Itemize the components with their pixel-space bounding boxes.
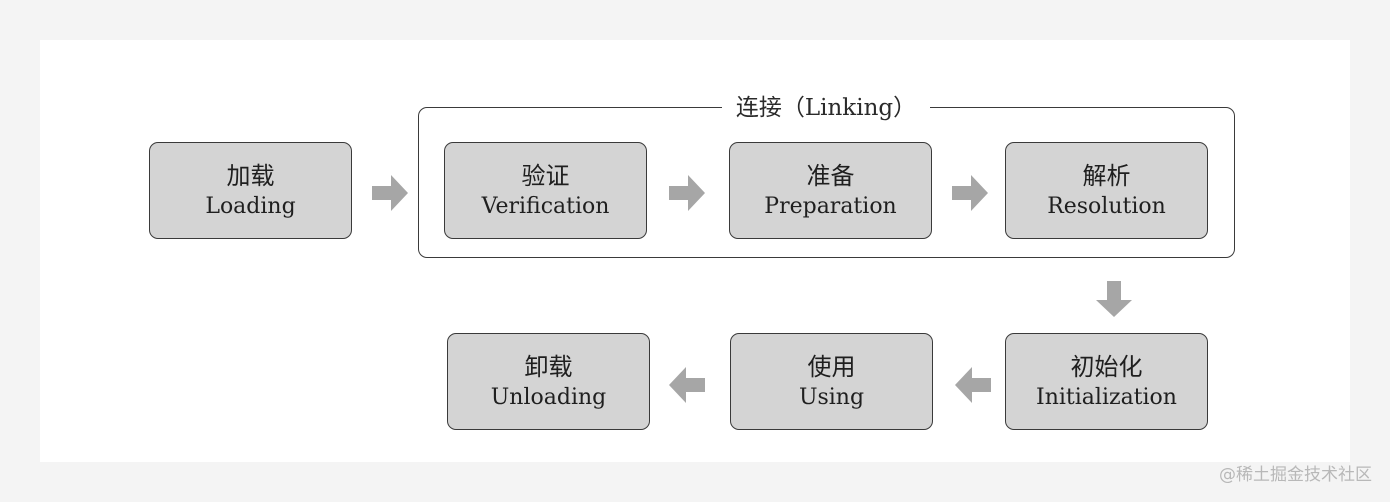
stage-using-en-label: Using (798, 384, 865, 410)
stage-using: 使用 Using (730, 333, 933, 430)
arrow-left-icon (669, 367, 705, 403)
stage-unloading: 卸载 Unloading (447, 333, 650, 430)
stage-verification: 验证 Verification (444, 142, 647, 239)
stage-preparation: 准备 Preparation (729, 142, 932, 239)
arrow-right-icon (669, 175, 705, 211)
stage-resolution: 解析 Resolution (1005, 142, 1208, 239)
stage-unloading-cn-label: 卸载 (524, 352, 573, 381)
stage-initialization-cn-label: 初始化 (1070, 352, 1143, 381)
stage-resolution-cn-label: 解析 (1082, 161, 1131, 190)
arrow-right-icon (372, 175, 408, 211)
stage-loading-cn-label: 加载 (226, 161, 275, 190)
arrow-right-icon (952, 175, 988, 211)
watermark-text: @稀土掘金技术社区 (1219, 465, 1372, 485)
stage-verification-cn-label: 验证 (521, 161, 570, 190)
arrow-left-icon (955, 367, 991, 403)
stage-loading-en-label: Loading (205, 193, 296, 219)
stage-verification-en-label: Verification (481, 193, 610, 219)
stage-resolution-en-label: Resolution (1047, 193, 1166, 219)
stage-initialization: 初始化 Initialization (1005, 333, 1208, 430)
stage-loading: 加载 Loading (149, 142, 352, 239)
arrow-down-icon (1096, 281, 1132, 317)
stage-preparation-cn-label: 准备 (806, 161, 855, 190)
stage-using-cn-label: 使用 (807, 352, 856, 381)
stage-preparation-en-label: Preparation (764, 193, 897, 219)
stage-initialization-en-label: Initialization (1036, 384, 1177, 410)
linking-group-title: 连接（Linking） (722, 93, 930, 123)
stage-unloading-en-label: Unloading (490, 384, 607, 410)
